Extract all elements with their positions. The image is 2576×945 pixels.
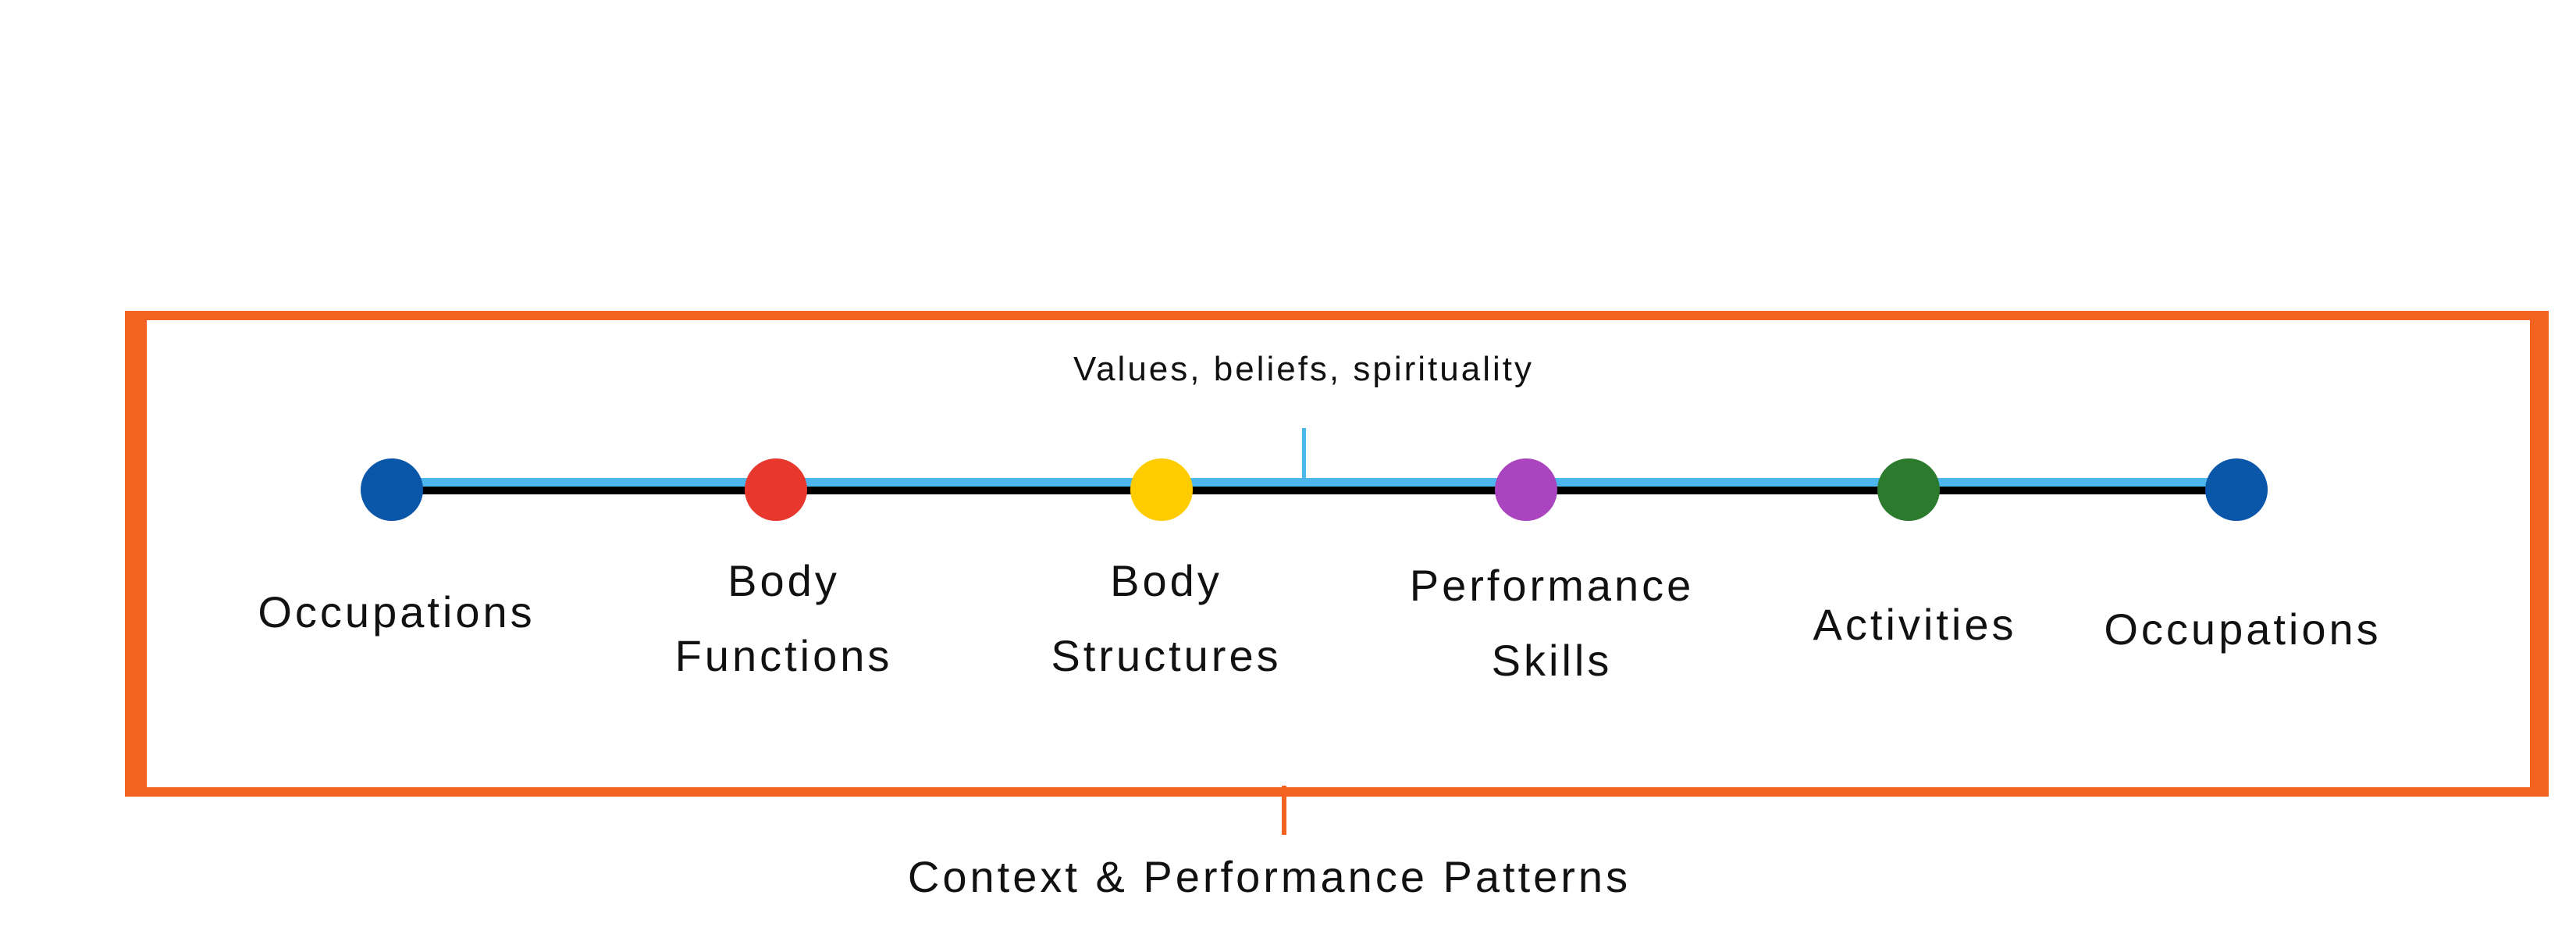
- label-line: Body: [728, 556, 840, 605]
- label-activities: Activities: [1813, 587, 2017, 662]
- label-occupations-end: Occupations: [2104, 592, 2381, 667]
- label-line: Body: [1110, 556, 1222, 605]
- node-occupations-end: [2205, 458, 2268, 521]
- node-performance-skills: [1495, 458, 1557, 521]
- timeline-line-upper: [390, 478, 2233, 487]
- label-line: Performance: [1409, 561, 1695, 610]
- label-body-structures: Body Structures: [1051, 544, 1281, 694]
- label-body-functions: Body Functions: [675, 544, 893, 694]
- context-frame: [125, 311, 2549, 797]
- values-beliefs-label: Values, beliefs, spirituality: [1073, 350, 1534, 388]
- context-patterns-label: Context & Performance Patterns: [907, 852, 1631, 901]
- label-line: Functions: [674, 631, 893, 680]
- node-body-functions: [745, 458, 807, 521]
- label-line: Structures: [1051, 631, 1282, 680]
- node-occupations-start: [361, 458, 423, 521]
- values-connector-tick: [1302, 428, 1306, 483]
- label-occupations-start: Occupations: [258, 575, 535, 650]
- label-line: Occupations: [2104, 604, 2382, 654]
- timeline-line-lower: [390, 487, 2233, 494]
- node-body-structures: [1130, 458, 1193, 521]
- label-performance-skills: Performance Skills: [1410, 548, 1695, 698]
- node-activities: [1877, 458, 1940, 521]
- label-line: Skills: [1491, 636, 1613, 685]
- label-line: Occupations: [258, 587, 535, 637]
- context-connector-tick: [1282, 786, 1286, 835]
- label-line: Activities: [1813, 600, 2017, 649]
